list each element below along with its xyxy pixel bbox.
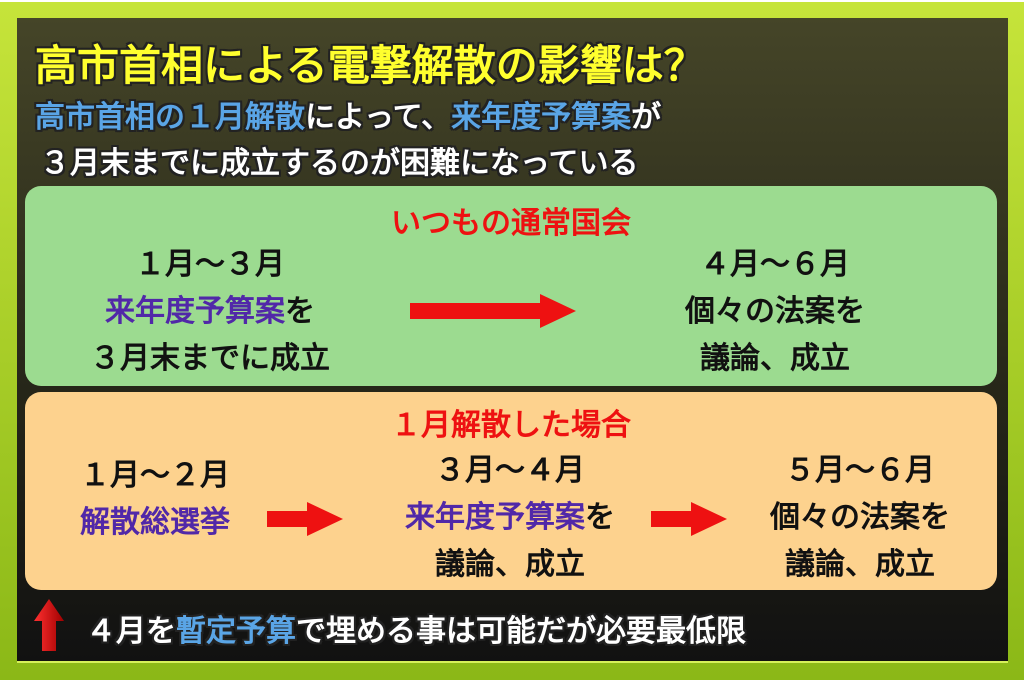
suffix: を — [285, 294, 315, 329]
period: １月～２月 — [80, 458, 230, 493]
page-title: 高市首相による電撃解散の影響は？ — [35, 41, 706, 90]
provisional-budget-label: 暫定予算 — [176, 614, 296, 649]
right-arrow-icon — [267, 502, 343, 536]
subtitle-highlight: 来年度予算案 — [451, 100, 632, 135]
detail: ３月末までに成立 — [90, 341, 330, 376]
subtitle-text: によって、 — [305, 100, 452, 135]
suffix: を — [585, 500, 615, 535]
right-arrow-icon — [410, 294, 576, 328]
period: ５月～６月 — [785, 453, 935, 488]
detail: 個々の法案を — [770, 500, 950, 535]
detail: 個々の法案を — [685, 294, 865, 329]
budget-label: 来年度予算案 — [105, 294, 285, 329]
period: ４月～６月 — [700, 247, 850, 282]
dissolution-box: １月解散した場合 １月～２月 解散総選挙 ３月～４月 来年度予算案を 議論、成立… — [25, 392, 997, 590]
period: ３月～４月 — [435, 453, 585, 488]
note-text: ４月を暫定予算で埋める事は可能だが必要最低限 — [86, 606, 746, 650]
dissolution-right-block: ５月～６月 個々の法案を 議論、成立 — [715, 447, 1005, 588]
dissolution-left-block: １月～２月 解散総選挙 — [40, 452, 270, 546]
dissolution-heading: １月解散した場合 — [391, 408, 631, 443]
normal-left-block: １月～３月 来年度予算案を ３月末までに成立 — [60, 241, 360, 382]
period: １月～３月 — [135, 247, 285, 282]
budget-label: 来年度予算案 — [405, 500, 585, 535]
normal-right-block: ４月～６月 個々の法案を 議論、成立 — [625, 241, 925, 382]
subtitle-line1: 高市首相の１月解散によって、来年度予算案が — [35, 92, 661, 136]
up-arrow-icon — [34, 599, 64, 651]
dissolution-middle-block: ３月～４月 来年度予算案を 議論、成立 — [360, 447, 660, 588]
note-pre: ４月を — [86, 614, 176, 649]
normal-session-box: いつもの通常国会 １月～３月 来年度予算案を ３月末までに成立 ４月～６月 個々… — [25, 186, 997, 386]
subtitle-line2: ３月末までに成立するのが困難になっている — [40, 146, 639, 181]
detail: 議論、成立 — [435, 547, 585, 582]
detail: 議論、成立 — [785, 547, 935, 582]
election-label: 解散総選挙 — [80, 505, 230, 540]
subtitle-text: が — [631, 100, 662, 135]
note-post: で埋める事は可能だが必要最低限 — [296, 614, 746, 649]
detail: 議論、成立 — [700, 341, 850, 376]
subtitle-highlight: 高市首相の１月解散 — [35, 100, 305, 135]
right-arrow-icon — [651, 502, 727, 536]
normal-session-heading: いつもの通常国会 — [391, 206, 631, 241]
